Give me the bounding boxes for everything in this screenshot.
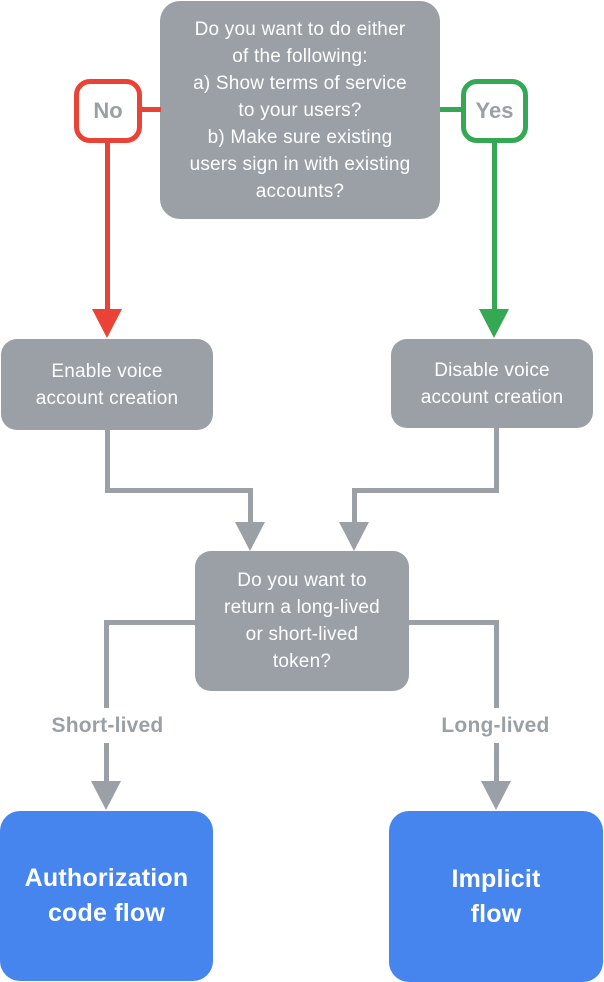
edge-no-arrowhead <box>92 309 122 338</box>
edge-long-lived-arrowhead <box>481 781 511 810</box>
edge-label-yes: Yes <box>461 79 528 143</box>
edge-no-vertical-line <box>105 142 110 309</box>
connector-disable-arrowhead <box>339 522 369 551</box>
edge-short-lived-horizontal-line <box>104 620 195 625</box>
node-question-token-lifetime-text: Do you want to return a long-lived or sh… <box>224 570 380 672</box>
edge-yes-horizontal-line <box>440 107 462 112</box>
edge-long-lived-vertical-line <box>494 620 499 783</box>
node-implicit-flow-text: Implicit flow <box>451 864 541 928</box>
node-enable-voice-text: Enable voice account creation <box>35 360 179 409</box>
connector-enable-drop-line <box>248 488 253 524</box>
node-question-token-lifetime: Do you want to return a long-lived or sh… <box>195 551 409 691</box>
node-authorization-code-flow: Authorization code flow <box>0 811 213 981</box>
edge-label-yes-text: Yes <box>475 98 514 123</box>
connector-enable-vertical-line <box>105 430 110 493</box>
node-disable-voice-text: Disable voice account creation <box>420 359 564 408</box>
edge-label-no: No <box>74 79 142 143</box>
node-question-terms-of-service: Do you want to do either of the followin… <box>160 1 440 219</box>
node-authorization-code-flow-text: Authorization code flow <box>24 864 189 927</box>
edge-label-short-lived: Short-lived <box>23 708 192 743</box>
edge-no-horizontal-line <box>141 107 161 112</box>
edge-long-lived-horizontal-line <box>409 620 499 625</box>
edge-short-lived-arrowhead <box>91 781 121 810</box>
connector-enable-horizontal-line <box>105 488 253 493</box>
node-enable-voice-account-creation: Enable voice account creation <box>1 339 213 430</box>
edge-label-long-lived: Long-lived <box>410 708 581 743</box>
edge-label-no-text: No <box>93 98 123 123</box>
edge-label-short-lived-text: Short-lived <box>51 713 164 737</box>
connector-disable-vertical-line <box>494 428 499 493</box>
edge-yes-arrowhead <box>479 309 509 338</box>
connector-disable-horizontal-line <box>352 488 499 493</box>
edge-short-lived-vertical-line <box>104 620 109 783</box>
edge-yes-vertical-line <box>492 142 497 309</box>
connector-disable-drop-line <box>352 488 357 524</box>
node-implicit-flow: Implicit flow <box>389 811 603 982</box>
connector-enable-arrowhead <box>235 522 265 551</box>
node-question-terms-of-service-text: Do you want to do either of the followin… <box>189 18 411 202</box>
edge-label-long-lived-text: Long-lived <box>441 713 550 737</box>
node-disable-voice-account-creation: Disable voice account creation <box>391 339 593 428</box>
